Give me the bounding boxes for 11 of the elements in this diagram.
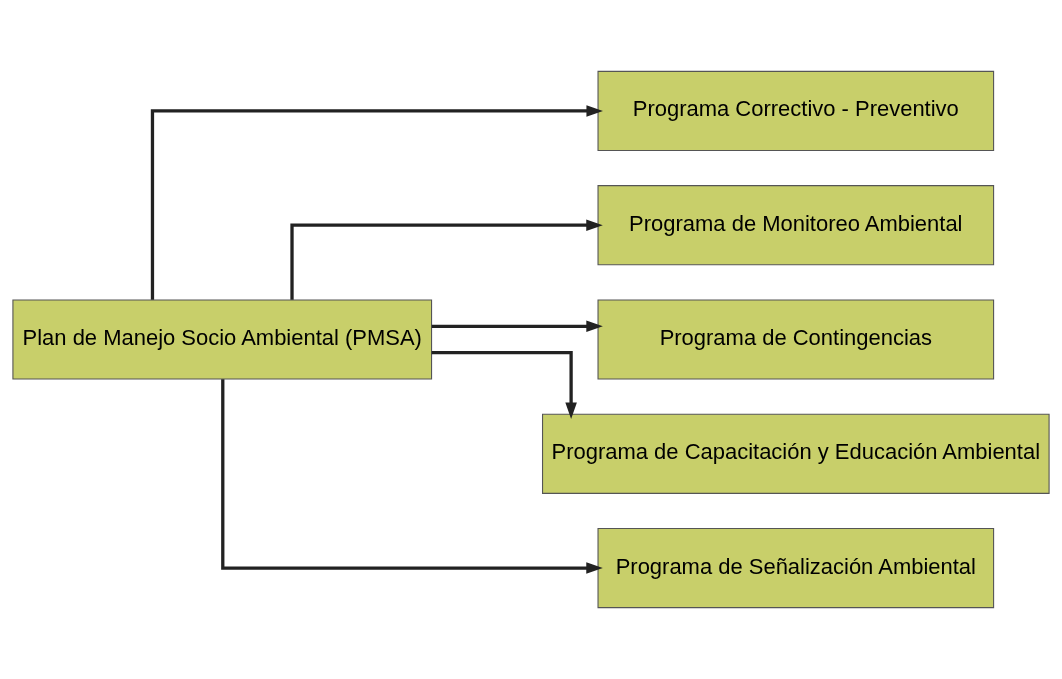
arrow <box>431 320 603 333</box>
arrow <box>290 219 603 300</box>
node-box: Plan de Manejo Socio Ambiental (PMSA) <box>12 299 433 380</box>
node-box: Programa de Monitoreo Ambiental <box>597 185 995 266</box>
node-box: Programa de Contingencias <box>597 299 995 380</box>
arrow <box>431 351 577 420</box>
arrow <box>150 105 603 300</box>
node-box: Programa Correctivo - Preventivo <box>597 70 995 152</box>
arrow <box>221 379 603 574</box>
node-box: Programa de Señalización Ambiental <box>597 527 995 609</box>
node-box: Programa de Capacitación y Educación Ambiental <box>542 413 1050 494</box>
